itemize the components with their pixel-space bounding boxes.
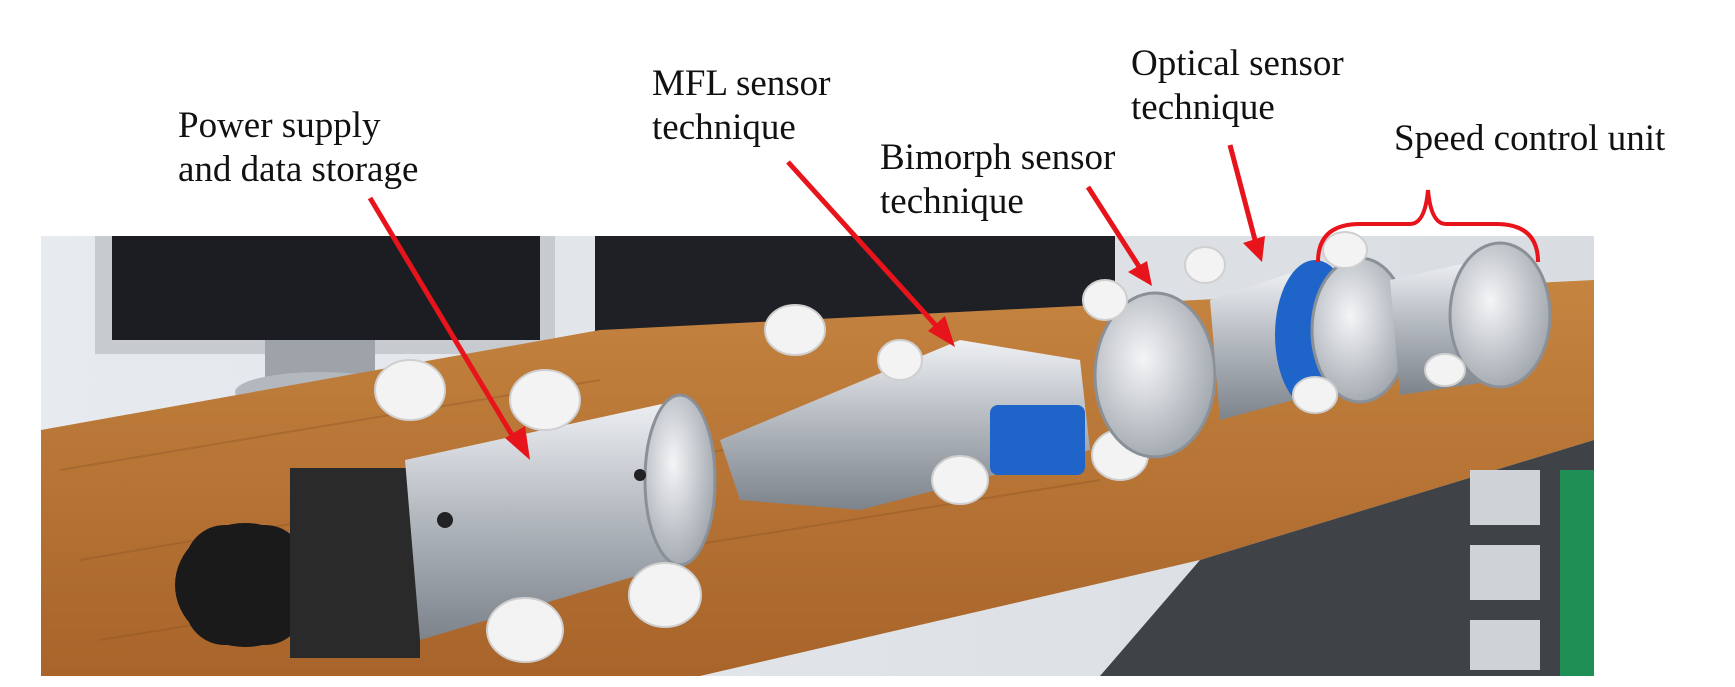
label-bimorph-sensor: Bimorph sensor technique xyxy=(880,137,1116,222)
wheels-power-module xyxy=(374,359,702,663)
label-optical-sensor: Optical sensor technique xyxy=(1131,43,1344,128)
power-module xyxy=(175,393,717,658)
speed-control-bracket xyxy=(1316,189,1540,263)
bimorph-optical-module xyxy=(1082,246,1410,459)
mfl-module xyxy=(720,304,1149,510)
label-speed-control-unit: Speed control unit xyxy=(1394,118,1666,159)
annotation-arrows xyxy=(367,144,1265,460)
label-power-supply: Power supply and data storage xyxy=(178,105,419,190)
label-mfl-sensor: MFL sensor technique xyxy=(652,63,831,148)
speed-control-module xyxy=(1322,231,1552,395)
